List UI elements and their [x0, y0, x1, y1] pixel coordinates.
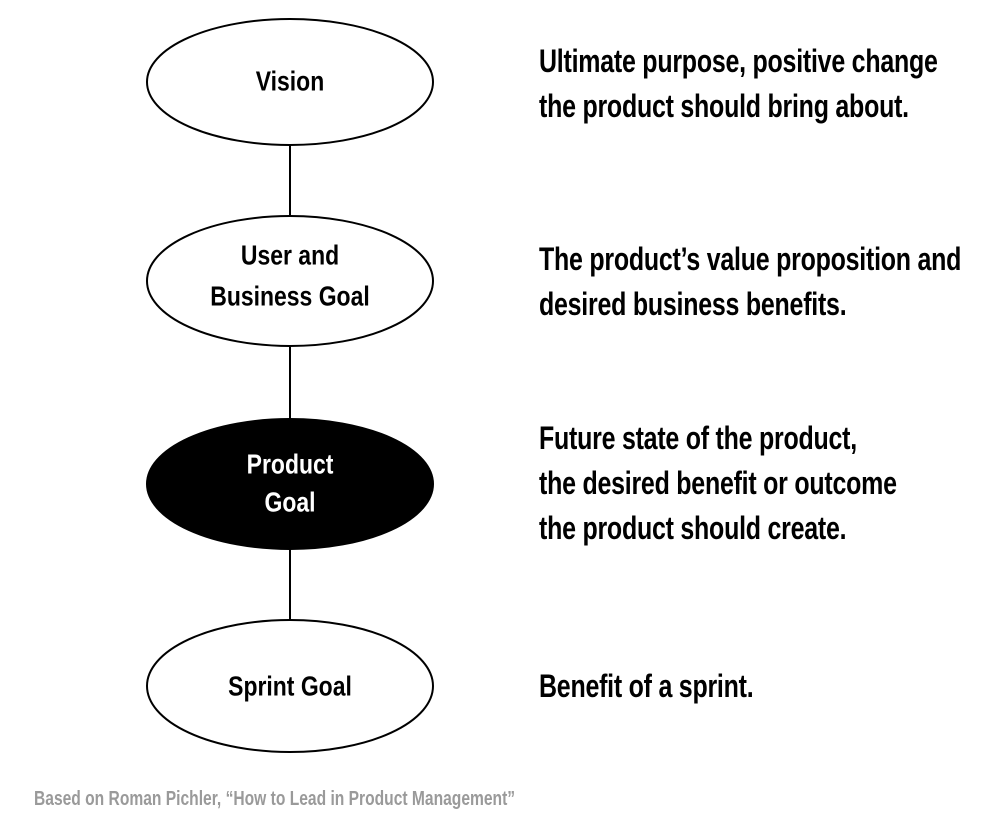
description-sprint-goal: Benefit of a sprint.	[539, 664, 754, 709]
node-user-business-goal-label-line-1: User and	[241, 240, 339, 271]
description-vision-line-2: the product should bring about.	[539, 88, 909, 124]
node-vision-label: Vision	[256, 66, 324, 97]
node-user-business-goal-label-line-2: Business Goal	[210, 281, 369, 312]
node-user-business-goal-shape	[146, 215, 434, 347]
node-vision: Vision	[146, 18, 434, 146]
description-product-goal: Future state of the product, the desired…	[539, 416, 897, 551]
node-product-goal-shape	[146, 418, 434, 550]
description-user-business-goal-line-2: desired business benefits.	[539, 286, 847, 322]
node-sprint-goal-label: Sprint Goal	[228, 671, 352, 702]
description-user-business-goal-line-1: The product’s value proposition and	[539, 241, 962, 277]
node-user-business-goal: User and Business Goal	[146, 215, 434, 347]
node-vision-shape	[146, 18, 434, 146]
description-product-goal-line-1: Future state of the product,	[539, 420, 857, 456]
node-product-goal-label-line-2: Goal	[264, 487, 315, 518]
node-product-goal-label-line-1: Product	[247, 449, 334, 480]
node-sprint-goal-shape	[146, 619, 434, 753]
description-user-business-goal: The product’s value proposition and desi…	[539, 237, 961, 327]
description-product-goal-line-3: the product should create.	[539, 510, 847, 546]
description-vision: Ultimate purpose, positive change the pr…	[539, 39, 938, 129]
description-product-goal-line-2: the desired benefit or outcome	[539, 465, 897, 501]
node-sprint-goal: Sprint Goal	[146, 619, 434, 753]
source-caption: Based on Roman Pichler, “How to Lead in …	[34, 788, 516, 810]
description-vision-line-1: Ultimate purpose, positive change	[539, 43, 938, 79]
description-sprint-goal-line-1: Benefit of a sprint.	[539, 668, 754, 704]
node-product-goal: Product Goal	[146, 418, 434, 550]
